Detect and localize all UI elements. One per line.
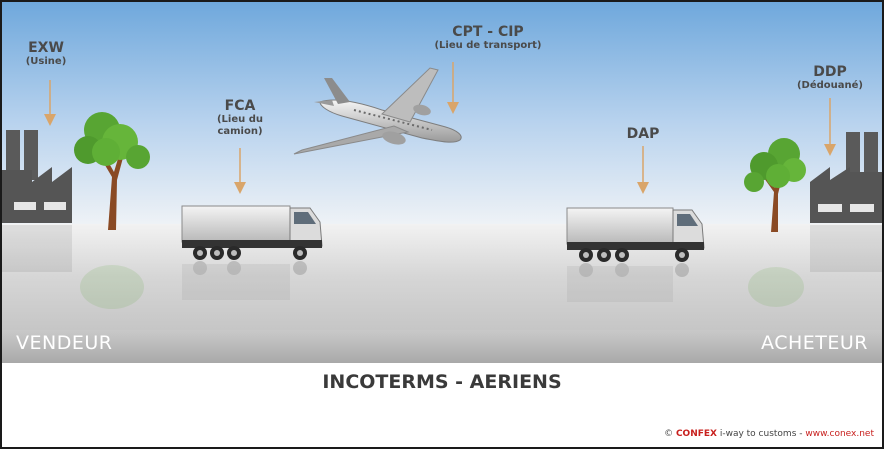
label-exw-code: EXW [28, 40, 64, 56]
truck-dap [566, 207, 705, 302]
buyer-label: ACHETEUR [761, 332, 868, 354]
seller-label: VENDEUR [16, 332, 113, 354]
label-ddp-sub: (Dédouané) [796, 80, 864, 91]
credit-brand: CONFEX [675, 429, 717, 439]
caption-area [2, 363, 882, 447]
label-exw: EXW (Usine) [16, 40, 76, 68]
copyright-symbol: © [664, 429, 674, 439]
label-cpt-cip-code: CPT - CIP [452, 24, 524, 40]
credit-tagline: i-way to customs - [719, 429, 803, 439]
buyer-factory [810, 132, 882, 272]
label-exw-sub: (Usine) [25, 56, 67, 67]
seller-factory [2, 130, 72, 272]
diagram-title: INCOTERMS - AERIENS [322, 371, 562, 393]
label-fca: FCA (Lieu du camion) [205, 98, 275, 138]
label-fca-sub-2: camion) [217, 126, 263, 137]
sky [2, 2, 882, 224]
airplane [293, 67, 462, 155]
label-dap: DAP [613, 126, 673, 142]
party-band [2, 330, 882, 363]
truck-fca [181, 205, 323, 300]
label-ddp: DDP (Dédouané) [790, 64, 870, 92]
tree-right [744, 138, 806, 307]
credit-url[interactable]: www.conex.net [805, 429, 874, 439]
tree-left [74, 112, 150, 309]
label-ddp-code: DDP [813, 64, 847, 80]
copyright-credit: © CONFEX i-way to customs - www.conex.ne… [664, 429, 874, 439]
label-fca-code: FCA [224, 98, 256, 114]
ground [2, 224, 882, 330]
label-fca-sub-1: (Lieu du [216, 114, 264, 125]
label-cpt-cip: CPT - CIP (Lieu de transport) [423, 24, 553, 52]
label-cpt-cip-sub: (Lieu de transport) [434, 40, 542, 51]
label-dap-code: DAP [626, 126, 660, 142]
